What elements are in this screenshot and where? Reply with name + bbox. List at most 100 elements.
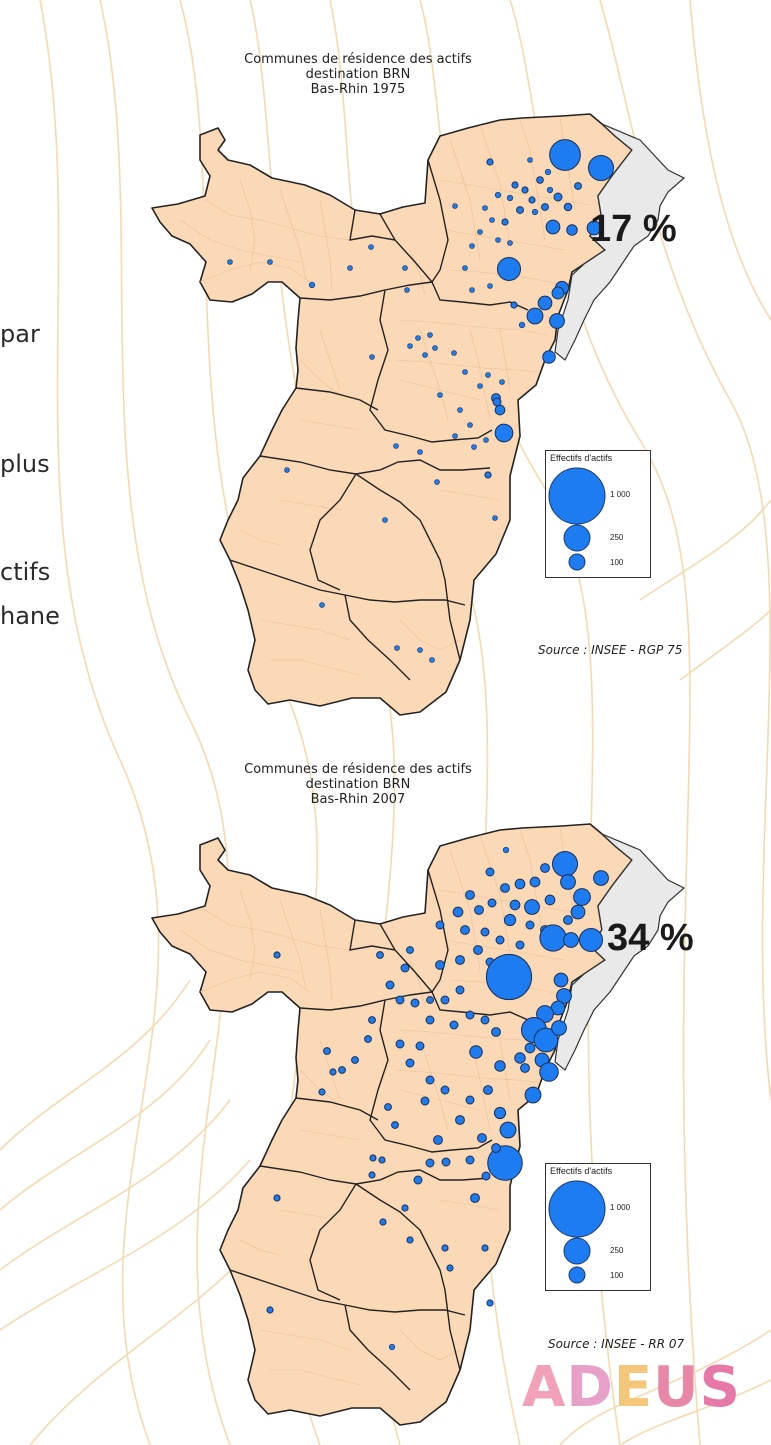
district-boundary <box>259 455 491 475</box>
commune-dot <box>502 846 510 854</box>
commune-dot <box>477 229 483 235</box>
commune-dot <box>533 1027 559 1053</box>
commune-boundary <box>419 329 449 421</box>
excluded-zone <box>554 833 686 1071</box>
commune-dot <box>385 980 395 990</box>
legend-circles <box>548 1180 606 1284</box>
commune-dot <box>494 1060 506 1072</box>
commune-dot <box>500 883 510 893</box>
commune-dot <box>539 924 567 952</box>
map-title-line: destination BRN <box>305 777 411 792</box>
commune-boundary <box>399 1329 461 1361</box>
district-boundary <box>309 1183 357 1301</box>
commune-dot <box>518 321 526 329</box>
commune-dot <box>506 194 514 202</box>
commune-dot <box>395 1039 405 1049</box>
logo-letter: U <box>653 1355 700 1420</box>
commune-dot <box>563 915 573 925</box>
commune-dot <box>469 243 475 249</box>
legend-circle-medium <box>563 524 591 552</box>
district-boundary <box>349 209 396 241</box>
commune-boundary <box>479 834 511 956</box>
commune-dot <box>427 332 433 338</box>
commune-dot <box>406 946 414 954</box>
commune-dot <box>503 913 517 927</box>
commune-boundary <box>199 261 311 283</box>
commune-boundary <box>399 619 461 651</box>
commune-dot <box>465 1155 475 1165</box>
logo-letter: S <box>699 1355 741 1420</box>
commune-dot <box>425 1075 435 1085</box>
commune-dot <box>410 998 420 1008</box>
district-boundary <box>349 919 396 951</box>
commune-boundary <box>179 219 301 263</box>
commune-dot <box>467 422 473 428</box>
commune-dot <box>496 256 522 282</box>
commune-dot <box>544 894 556 906</box>
commune-dot <box>499 1121 517 1139</box>
commune-dot <box>465 1095 475 1105</box>
side-text-line-2: plus <box>0 450 50 478</box>
commune-boundary <box>319 329 341 391</box>
commune-dot <box>511 181 519 189</box>
commune-dot <box>449 1020 459 1030</box>
commune-dot <box>455 1115 465 1125</box>
district-boundary <box>427 869 449 993</box>
commune-boundary <box>444 229 566 251</box>
commune-dot <box>556 988 572 1004</box>
district-boundary <box>379 923 529 1021</box>
district-boundary <box>259 1165 491 1185</box>
commune-dot <box>471 444 477 450</box>
map-bas-rhin-1975 <box>151 113 686 716</box>
commune-dot <box>400 963 410 973</box>
commune-dot <box>284 467 290 473</box>
district-boundary <box>355 473 446 581</box>
logo-letter: E <box>613 1355 654 1420</box>
district-boundary <box>355 1183 446 1291</box>
commune-dot <box>551 286 565 300</box>
commune-dot <box>266 1306 274 1314</box>
commune-dot <box>586 220 602 236</box>
commune-dot <box>227 259 233 265</box>
commune-boundary <box>444 939 566 961</box>
commune-boundary <box>239 1239 281 1256</box>
commune-dot <box>536 1005 554 1023</box>
commune-dot <box>446 1264 454 1272</box>
commune-boundary <box>204 199 351 241</box>
commune-dot <box>574 182 582 190</box>
commune-dot <box>515 940 525 950</box>
commune-dot <box>491 1027 501 1037</box>
district-boundary <box>369 289 493 443</box>
commune-dot <box>481 1244 489 1252</box>
commune-dot <box>477 1133 487 1143</box>
commune-dot <box>435 920 445 930</box>
commune-boundary <box>449 139 481 261</box>
commune-dot <box>429 657 435 663</box>
commune-boundary <box>259 1329 351 1351</box>
commune-dot <box>480 1015 490 1025</box>
district-boundary <box>295 1097 379 1121</box>
commune-dot <box>526 307 544 325</box>
commune-boundary <box>399 319 549 336</box>
commune-dot <box>465 1010 475 1020</box>
legend-circle-small <box>568 1266 586 1284</box>
commune-boundary <box>499 1039 511 1101</box>
commune-boundary <box>299 359 341 396</box>
commune-dot <box>541 203 549 211</box>
commune-dot <box>524 1042 536 1054</box>
commune-dot <box>393 443 399 449</box>
commune-dot <box>440 995 450 1005</box>
commune-dot <box>481 1171 491 1181</box>
commune-boundary <box>439 179 591 206</box>
commune-dot <box>566 224 578 236</box>
commune-dot <box>493 1106 507 1120</box>
commune-boundary <box>439 489 501 501</box>
commune-dot <box>469 1045 483 1059</box>
district-boundary <box>299 281 433 301</box>
legend-label-100: 100 <box>610 558 624 567</box>
legend-circle-small <box>568 553 586 571</box>
share-label-2007: 34 % <box>607 917 694 959</box>
commune-dot <box>469 287 475 293</box>
commune-dot <box>441 1157 451 1167</box>
commune-dot <box>388 1343 396 1351</box>
